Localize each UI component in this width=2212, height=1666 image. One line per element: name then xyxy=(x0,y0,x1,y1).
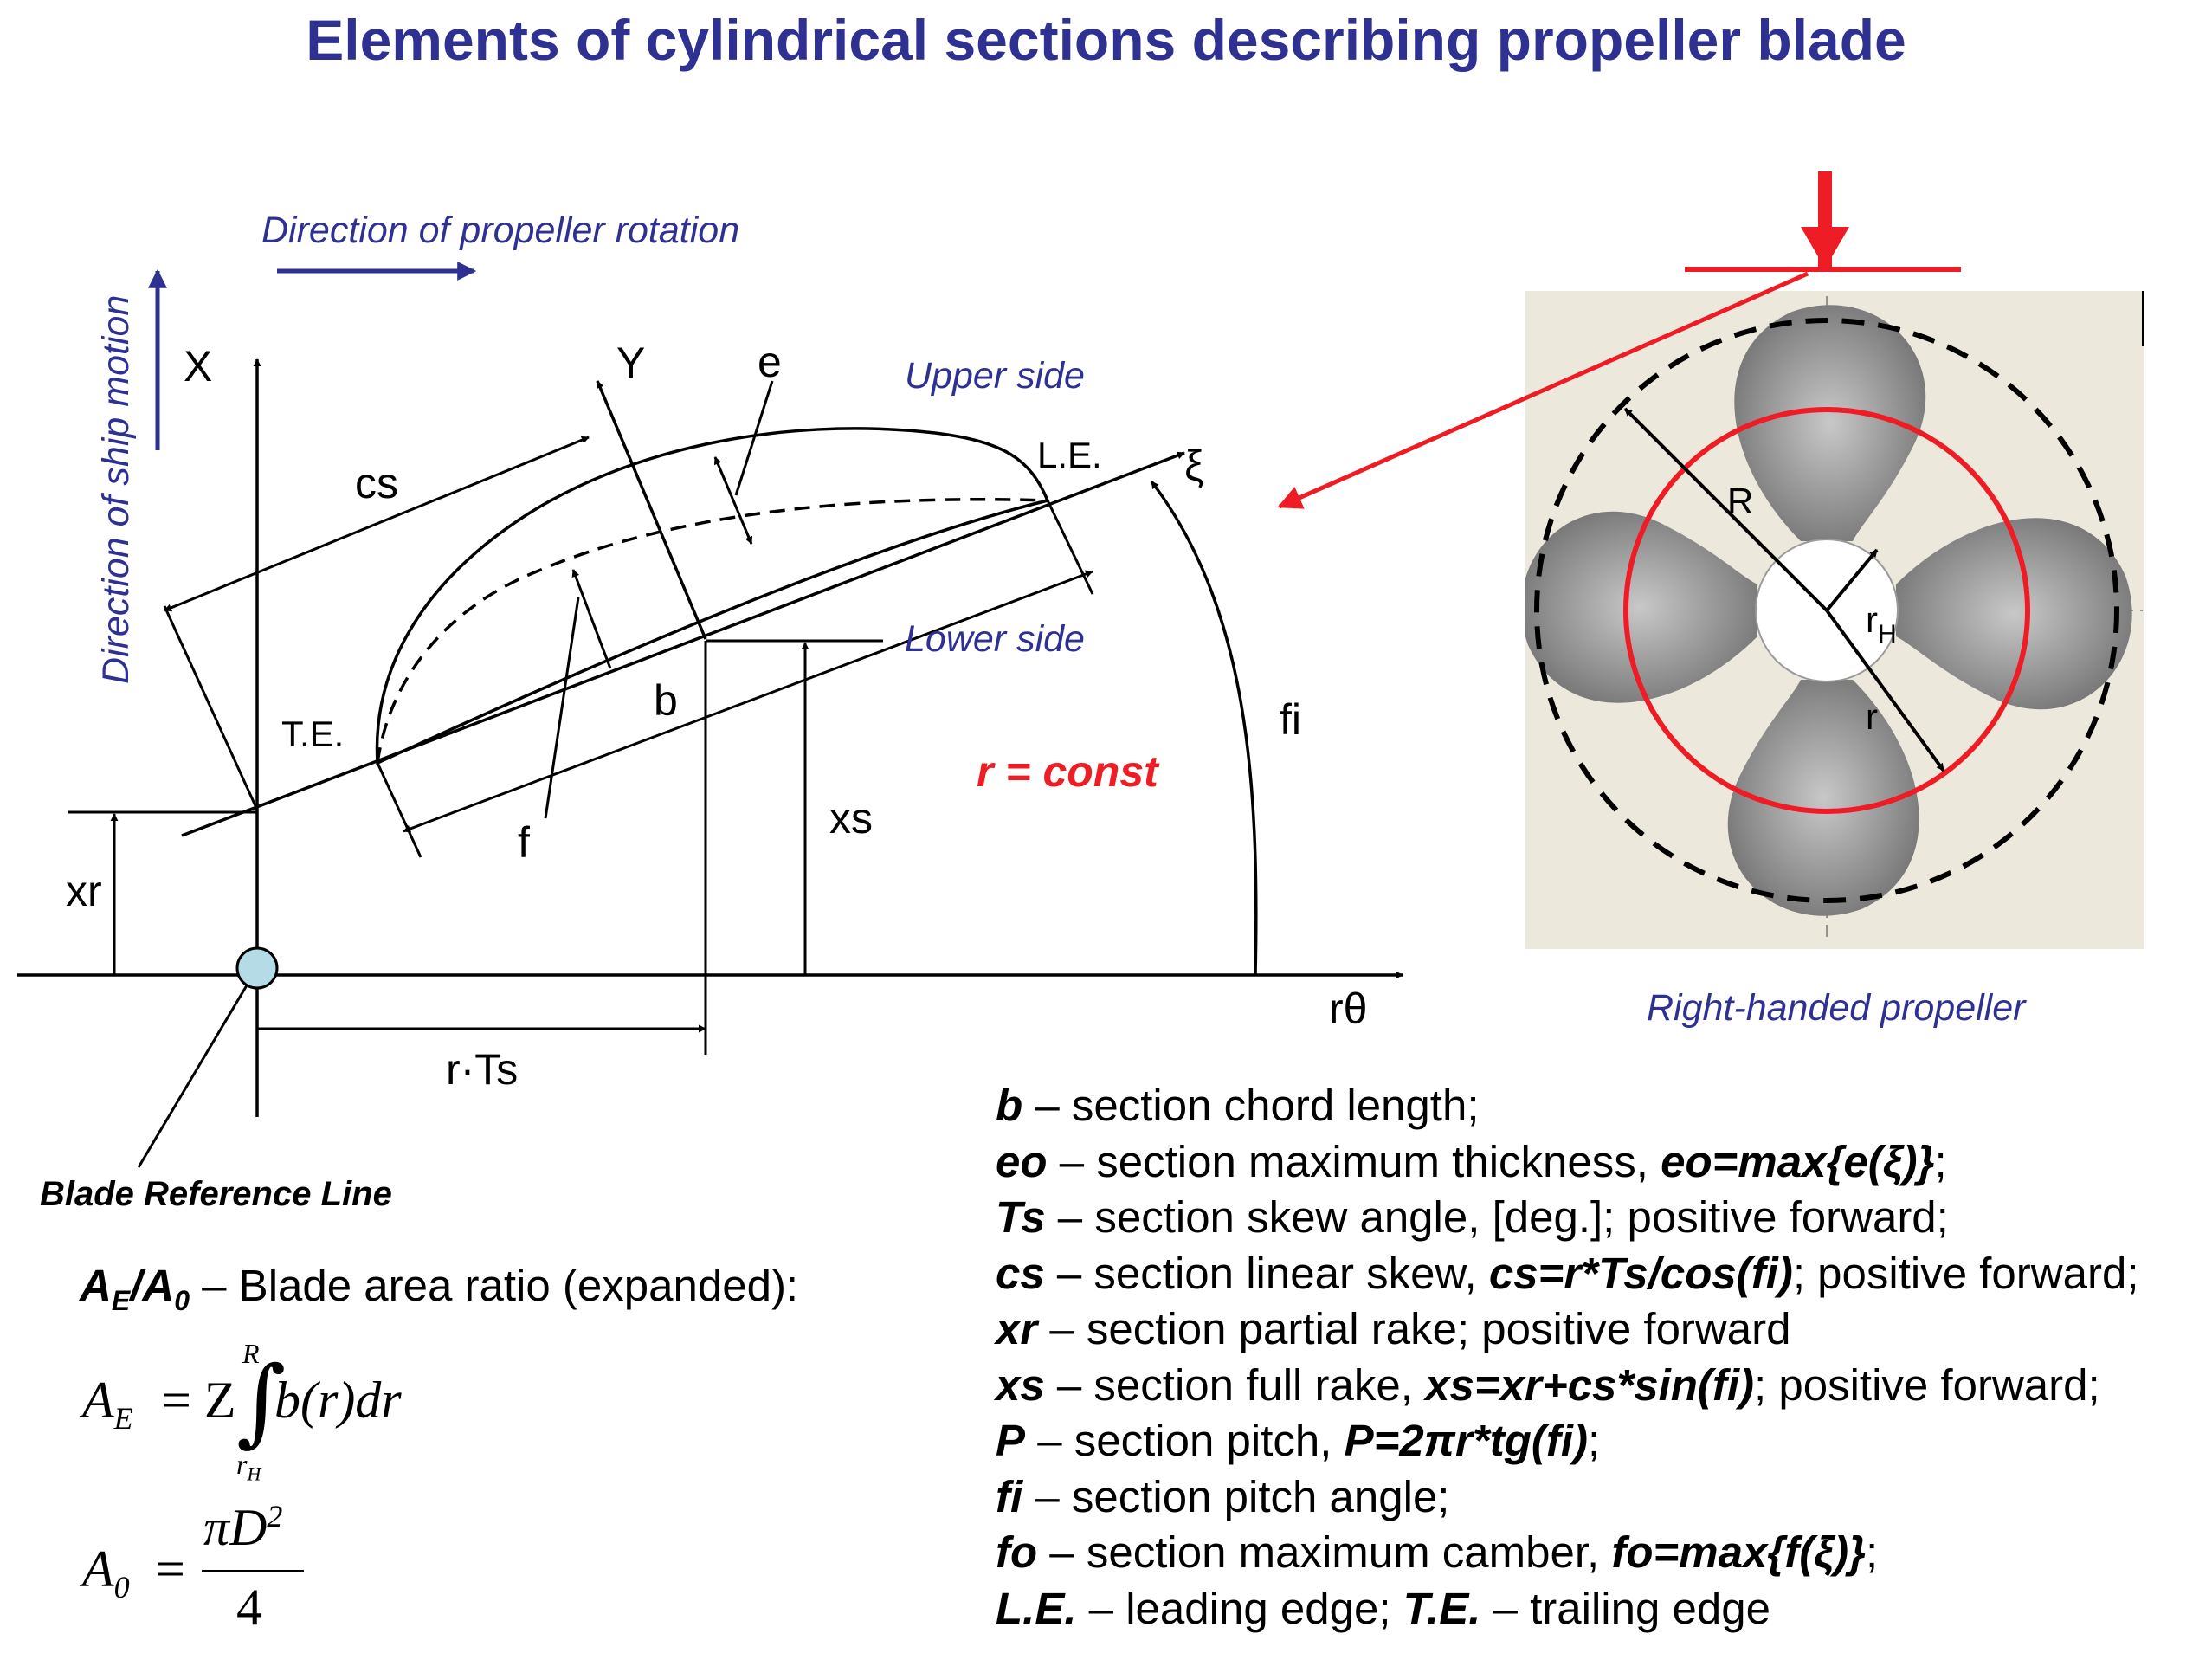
propeller-blade-top xyxy=(1734,305,1926,541)
e-leader xyxy=(734,380,774,496)
cs-extension-line xyxy=(163,605,259,810)
r-dimension xyxy=(1825,609,1945,772)
definition-xr: xr – section partial rake; positive forw… xyxy=(996,1304,1791,1353)
definition-b: b – section chord length; xyxy=(996,1081,1480,1130)
area-ratio-title: AE/A0 – Blade area ratio (expanded): xyxy=(80,1261,799,1317)
propeller-caption: Right-handed propeller xyxy=(1647,987,2027,1029)
y-axis xyxy=(596,380,707,640)
R-dimension xyxy=(1623,407,1828,612)
definition-xs: xs – section full rake, xs=xr+cs*sin(fi)… xyxy=(996,1359,2100,1410)
eq2-numerator: πD2 xyxy=(203,1499,283,1556)
blade-reference-leader xyxy=(137,985,248,1168)
eq1-equals-z: = Z xyxy=(162,1372,236,1429)
fraction-bar xyxy=(202,1570,304,1572)
xr-label: xr xyxy=(66,867,102,915)
xi-axis-label: ξ xyxy=(1184,442,1203,490)
x-axis-label: X xyxy=(184,342,212,391)
blade-reference-label: Blade Reference Line xyxy=(40,1175,392,1213)
r-theta-label: rθ xyxy=(1329,985,1367,1033)
eq1-integrand: b(r)dr xyxy=(274,1372,402,1429)
xs-label: xs xyxy=(829,794,873,843)
f-leader xyxy=(544,597,580,819)
rH-label: rH xyxy=(1866,599,1897,649)
e-dimension xyxy=(713,456,753,545)
propeller-blade-bottom xyxy=(1727,680,1919,916)
b-extension-te xyxy=(376,762,422,858)
section-pointer-arrow xyxy=(1277,271,1809,509)
definition-ts: Ts – section skew angle, [deg.]; positiv… xyxy=(996,1192,1949,1242)
lower-side-label: Lower side xyxy=(905,618,1085,660)
view-direction-arrow-head xyxy=(1801,227,1849,268)
y-axis-label: Y xyxy=(616,339,645,387)
definitions-list: b – section chord length; eo – section m… xyxy=(996,1078,2208,1637)
definition-fi: fi – section pitch angle; xyxy=(996,1471,1450,1521)
propeller-outer-circle xyxy=(1534,318,2119,903)
le-label: L.E. xyxy=(1037,435,1102,475)
te-label: T.E. xyxy=(281,714,344,754)
eq2-equals: = xyxy=(156,1540,185,1598)
eq1-lhs: AE xyxy=(82,1372,133,1436)
eq1-upper-limit: R xyxy=(242,1338,260,1369)
eq1-lower-limit: rH xyxy=(236,1449,261,1485)
rts-label: r·Ts xyxy=(446,1045,518,1094)
eq2-lhs: A0 xyxy=(82,1540,130,1605)
r-const-label: r = const xyxy=(977,747,1160,796)
fi-label: fi xyxy=(1280,695,1301,744)
upper-side-label: Upper side xyxy=(905,355,1085,397)
section-radius-circle xyxy=(1623,407,2030,814)
r-label: r xyxy=(1866,696,1878,737)
f-dimension xyxy=(571,569,612,669)
fi-arc xyxy=(1150,480,1258,976)
rotation-label: Direction of propeller rotation xyxy=(261,210,739,251)
f-label: f xyxy=(518,818,530,867)
definition-eo: eo – section maximum thickness, eo=max{e… xyxy=(996,1136,1947,1186)
eq2-denominator: 4 xyxy=(236,1579,262,1636)
integral-sign: ∫ xyxy=(236,1346,287,1456)
definition-cs: cs – section linear skew, cs=r*Ts/cos(fi… xyxy=(996,1248,2139,1298)
blade-reference-point xyxy=(235,946,279,990)
b-extension-le xyxy=(1046,500,1094,595)
definition-p: P – section pitch, P=2πr*tg(fi); xyxy=(996,1416,1601,1465)
area-ratio-equation-1: AE = Z R ∫ rH b(r)dr xyxy=(82,1338,446,1485)
slide-title: Elements of cylindrical sections describ… xyxy=(306,8,1906,72)
cs-dimension xyxy=(164,436,590,612)
propeller-blade-left xyxy=(1525,511,1757,703)
rH-dimension xyxy=(1825,548,1879,612)
definition-edges: L.E. – leading edge; T.E. – trailing edg… xyxy=(996,1583,1770,1633)
e-label: e xyxy=(758,338,782,386)
definition-fo: fo – section maximum camber, fo=max{f(ξ)… xyxy=(996,1527,1879,1577)
b-label: b xyxy=(654,676,678,725)
area-ratio-equation-2: A0 = πD2 4 xyxy=(82,1498,359,1645)
propeller-blade-right xyxy=(1896,518,2132,710)
cs-label: cs xyxy=(355,459,398,507)
b-dimension xyxy=(403,570,1093,833)
motion-label: Direction of ship motion xyxy=(95,295,137,684)
R-label: R xyxy=(1727,481,1753,521)
blade-section-profile xyxy=(375,427,1050,765)
